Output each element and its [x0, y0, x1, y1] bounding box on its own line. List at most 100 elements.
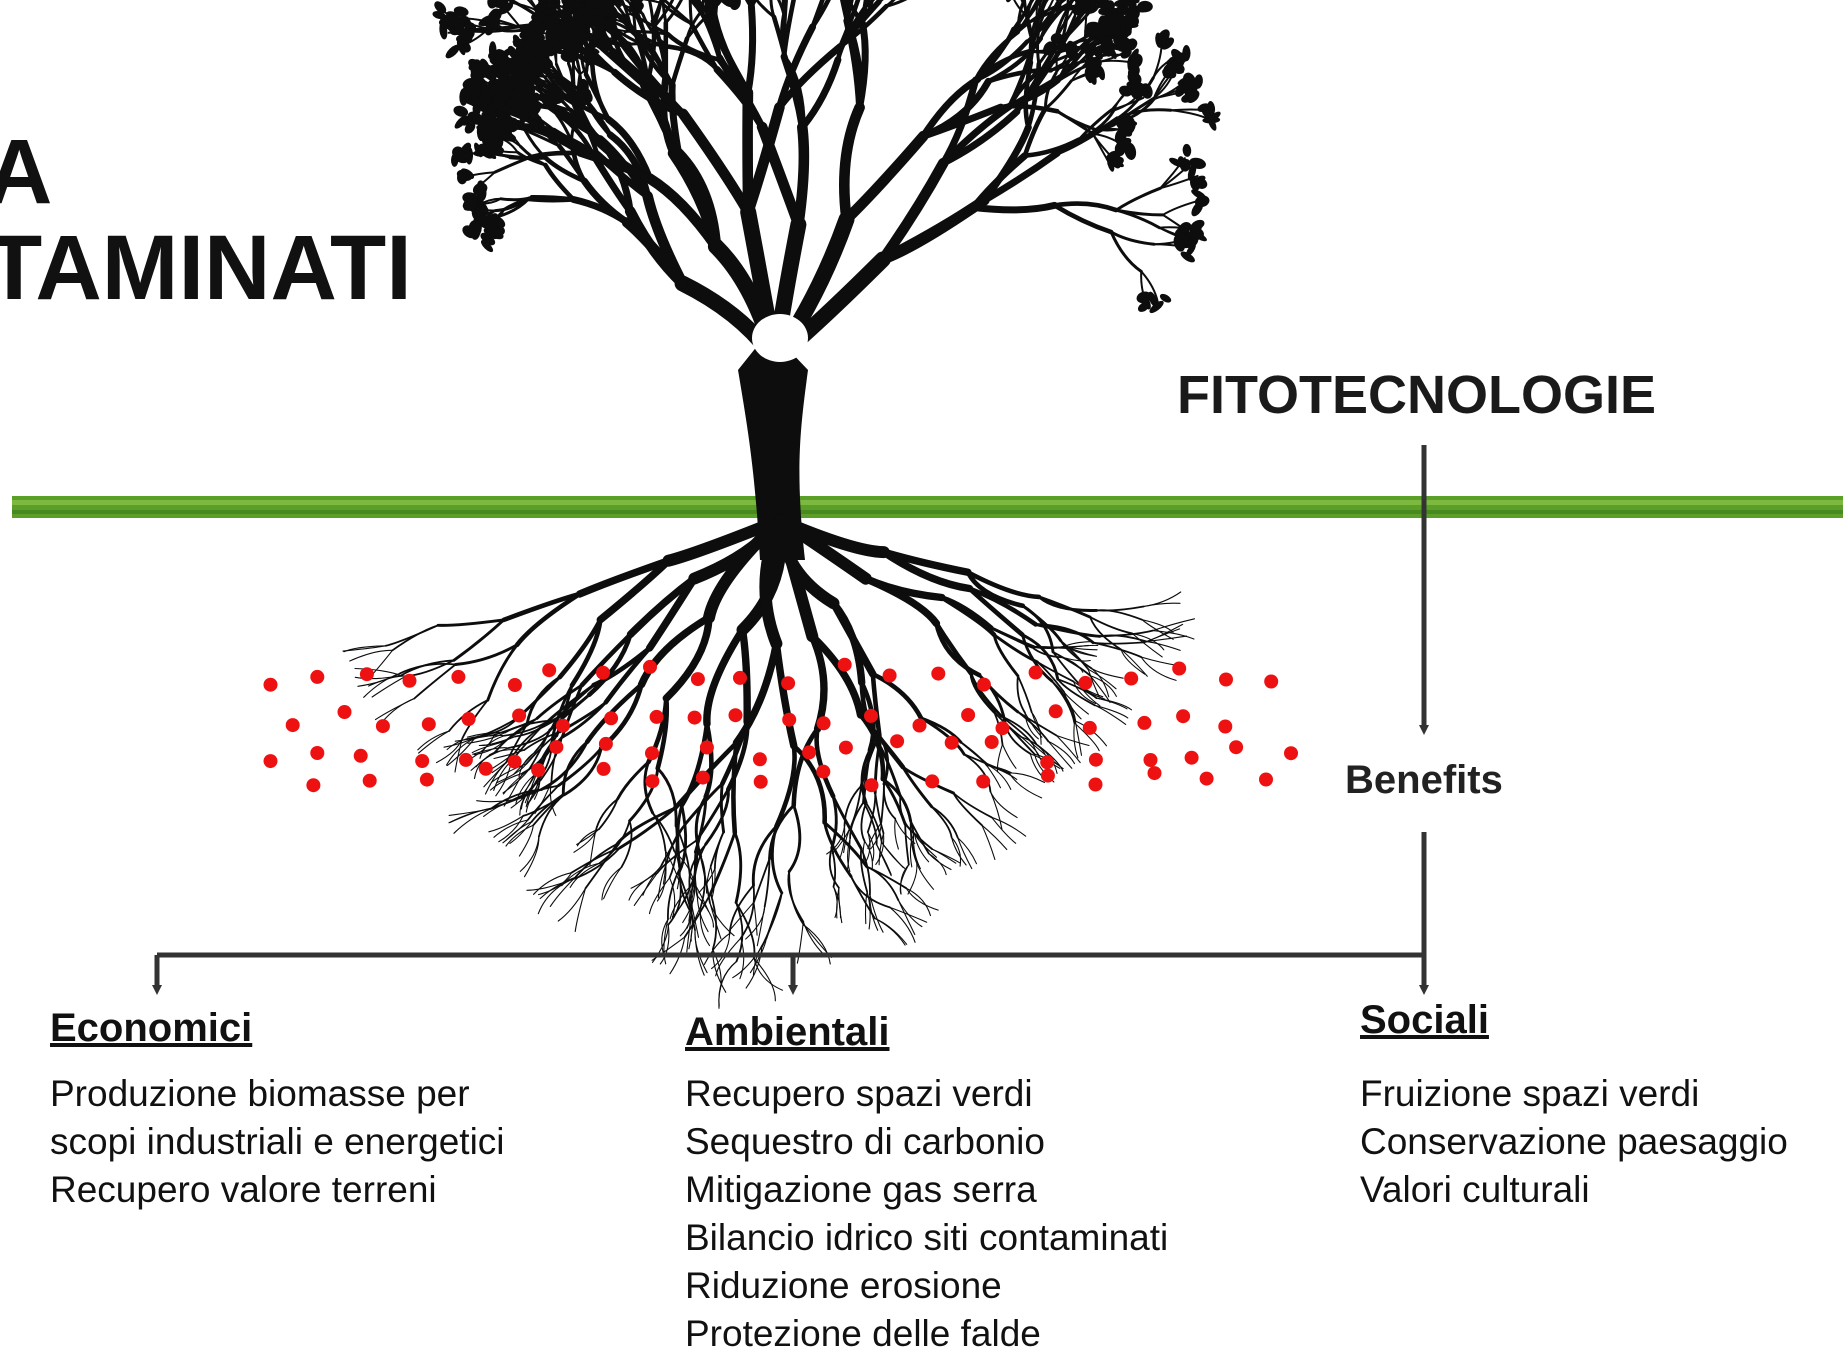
contaminant-dot: [1200, 772, 1214, 786]
contaminant-dot: [691, 672, 705, 686]
contaminant-dot: [1219, 673, 1233, 687]
contaminant-dot: [306, 778, 320, 792]
contaminant-dot: [864, 709, 878, 723]
benefit-list: Produzione biomasse per scopi industrial…: [50, 1070, 505, 1214]
list-item: Mitigazione gas serra: [685, 1166, 1168, 1214]
list-item: Recupero spazi verdi: [685, 1070, 1168, 1118]
contaminant-dot: [599, 737, 613, 751]
contaminant-dot: [363, 774, 377, 788]
contaminant-dot: [338, 705, 352, 719]
contaminant-dot: [422, 717, 436, 731]
contaminant-dot: [1259, 773, 1273, 787]
contaminant-dot: [700, 741, 714, 755]
contaminant-dot: [1144, 753, 1158, 767]
column-ambientali: Ambientali Recupero spazi verdi Sequestr…: [685, 1012, 1168, 1358]
list-item: Produzione biomasse per: [50, 1070, 505, 1118]
contaminant-dot: [286, 718, 300, 732]
contaminant-dot: [688, 711, 702, 725]
contaminant-dot: [913, 719, 927, 733]
list-item: Sequestro di carbonio: [685, 1118, 1168, 1166]
contaminant-dot: [945, 736, 959, 750]
contaminant-dot: [1284, 746, 1298, 760]
contaminant-dot: [782, 713, 796, 727]
benefit-list: Recupero spazi verdi Sequestro di carbon…: [685, 1070, 1168, 1358]
contaminant-dot: [817, 716, 831, 730]
contaminant-dot: [597, 762, 611, 776]
contaminant-dot: [838, 658, 852, 672]
contaminant-dot: [549, 740, 563, 754]
contaminant-dot: [1040, 755, 1054, 769]
column-sociali: Sociali Fruizione spazi verdi Conservazi…: [1360, 1000, 1788, 1214]
contaminant-dot: [376, 719, 390, 733]
fitotecnologie-label: FITOTECNOLOGIE: [1177, 368, 1656, 422]
contaminant-dot: [531, 763, 545, 777]
contaminant-dot: [420, 773, 434, 787]
contaminant-dot: [643, 660, 657, 674]
contaminant-dot: [1218, 720, 1232, 734]
contaminant-dot: [753, 752, 767, 766]
column-heading: Economici: [50, 1008, 505, 1048]
contaminant-dot: [479, 762, 493, 776]
contaminant-dot: [1229, 740, 1243, 754]
contaminant-dot: [729, 708, 743, 722]
contaminant-dot: [1264, 675, 1278, 689]
list-item: Fruizione spazi verdi: [1360, 1070, 1788, 1118]
contaminant-dot: [451, 670, 465, 684]
contaminant-dot: [1185, 751, 1199, 765]
contaminant-dot: [985, 735, 999, 749]
contaminant-dot: [512, 709, 526, 723]
contaminant-dot: [1148, 766, 1162, 780]
contaminant-dot: [1089, 778, 1103, 792]
title-line-2: TAMINATI: [0, 222, 412, 314]
contaminant-dot: [802, 745, 816, 759]
contaminant-dot: [604, 711, 618, 725]
contaminant-dot: [264, 754, 278, 768]
contaminant-dot: [264, 678, 278, 692]
contaminant-dot: [1172, 662, 1186, 676]
contaminant-dot: [925, 774, 939, 788]
list-item: Protezione delle falde: [685, 1310, 1168, 1358]
contaminant-dot: [459, 753, 473, 767]
contaminant-dot: [354, 749, 368, 763]
contaminant-dot: [733, 671, 747, 685]
contaminant-dot: [883, 669, 897, 683]
contaminant-dot: [508, 755, 522, 769]
list-item: Valori culturali: [1360, 1166, 1788, 1214]
contaminant-dot: [1049, 704, 1063, 718]
contaminant-dot: [596, 666, 610, 680]
contaminant-dot: [556, 719, 570, 733]
contaminant-dot: [977, 678, 991, 692]
contaminant-dot: [542, 663, 556, 677]
contaminant-dot: [1137, 716, 1151, 730]
title-line-1: A: [0, 126, 52, 218]
contaminant-dot: [865, 778, 879, 792]
column-heading: Ambientali: [685, 1012, 1168, 1052]
benefits-label: Benefits: [1345, 760, 1503, 800]
contaminant-dot: [360, 667, 374, 681]
contaminant-dot: [310, 746, 324, 760]
contaminant-dot: [839, 741, 853, 755]
list-item: Riduzione erosione: [685, 1262, 1168, 1310]
contaminant-dot: [754, 775, 768, 789]
contaminant-dot: [415, 754, 429, 768]
contaminant-dot: [1089, 753, 1103, 767]
contaminant-dot: [781, 676, 795, 690]
contaminant-dot: [1083, 721, 1097, 735]
contaminant-dot: [1041, 769, 1055, 783]
contaminant-dot: [890, 734, 904, 748]
contaminant-dot: [645, 746, 659, 760]
list-item: Recupero valore terreni: [50, 1166, 505, 1214]
contaminant-dot: [403, 674, 417, 688]
list-item: scopi industriali e energetici: [50, 1118, 505, 1166]
contaminant-dot: [1176, 709, 1190, 723]
contaminant-dot: [310, 670, 324, 684]
list-item: Bilancio idrico siti contaminati: [685, 1214, 1168, 1262]
column-heading: Sociali: [1360, 1000, 1788, 1040]
contaminant-dot: [1029, 666, 1043, 680]
contaminant-dot: [650, 710, 664, 724]
contaminant-dot: [1078, 676, 1092, 690]
column-economici: Economici Produzione biomasse per scopi …: [50, 1008, 505, 1214]
contaminant-dot: [976, 775, 990, 789]
contaminant-dot: [508, 678, 522, 692]
grass-strip: [12, 496, 1843, 518]
